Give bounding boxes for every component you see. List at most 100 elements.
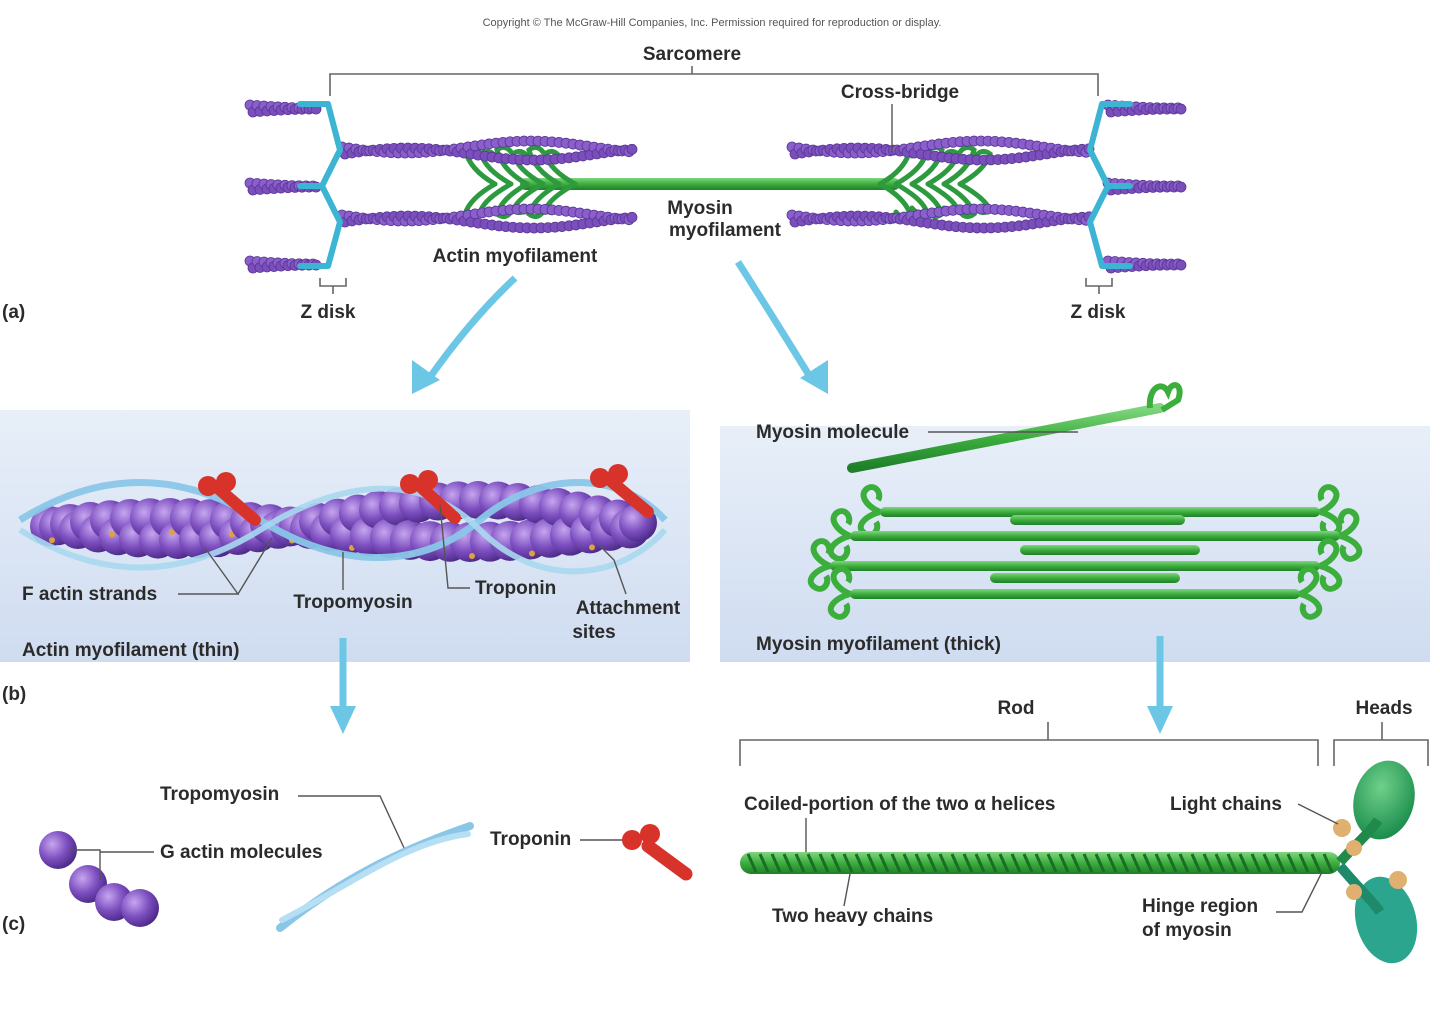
actin-bead (626, 143, 638, 155)
light-chain-3 (1346, 884, 1362, 900)
attachment-site (169, 529, 175, 536)
coil-stripe (1202, 853, 1214, 873)
coil-stripe (1178, 853, 1190, 873)
coil-stripe (998, 853, 1010, 873)
attachment-site (49, 537, 55, 544)
heads-bracket (1333, 739, 1429, 766)
coil-stripe (1106, 853, 1118, 873)
arrow-to-actin-components (330, 638, 356, 734)
coil-stripe (1166, 853, 1178, 873)
z-disk-right (1087, 101, 1133, 269)
coil-stripe (1154, 853, 1166, 873)
coil-stripe (1082, 853, 1094, 873)
attachment-sites-label-1: Attachment (576, 598, 681, 619)
myosin-myofilament-label-2: myofilament (669, 220, 782, 241)
coil-stripe (866, 853, 878, 873)
coil-stripe (1142, 853, 1154, 873)
myosin-tail (1020, 545, 1200, 555)
g-actin-molecules-graphic (39, 831, 159, 927)
myosin-tail (990, 573, 1180, 583)
coil-stripe (1094, 853, 1106, 873)
coil-stripe (854, 853, 866, 873)
coil-stripe (758, 853, 770, 873)
copyright-notice: Copyright © The McGraw-Hill Companies, I… (483, 17, 942, 29)
arrow-to-myosin-structure (1147, 636, 1173, 734)
myosin-rod (520, 178, 900, 190)
coil-stripe (1058, 853, 1070, 873)
troponin-label-b: Troponin (475, 578, 556, 599)
coil-stripe (1262, 853, 1274, 873)
arrow-to-myosin-detail (735, 260, 828, 394)
attachment-site (469, 552, 475, 559)
coil-stripe (878, 853, 890, 873)
heads-label: Heads (1355, 698, 1412, 719)
coil-stripe (1322, 853, 1334, 873)
coil-stripe (962, 853, 974, 873)
coil-stripe (1226, 853, 1238, 873)
myosin-head-left (827, 508, 853, 562)
f-actin-strands-label: F actin strands (22, 584, 157, 605)
rod-label: Rod (998, 698, 1035, 719)
cross-bridge-head (941, 144, 977, 187)
coil-stripe (1298, 853, 1310, 873)
tropomyosin-strand-1 (18, 479, 668, 561)
myosin-head-left (807, 538, 833, 592)
hinge-region-label-1: Hinge region (1142, 896, 1258, 917)
myosin-head-left (827, 566, 853, 620)
panel-b-myosin-box: Myosin molecule Myosin myofilament (thic… (720, 382, 1430, 662)
sarcomere-bracket (329, 73, 1099, 96)
troponin-label-c: Troponin (490, 829, 571, 850)
light-chain-2 (1346, 840, 1362, 856)
coil-stripe (830, 853, 842, 873)
coil-stripe (818, 853, 830, 873)
coil-stripe (1274, 853, 1286, 873)
tropomyosin-strand-graphic (276, 822, 474, 932)
coil-stripe (1034, 853, 1046, 873)
coil-stripe (842, 853, 854, 873)
coil-stripe (1190, 853, 1202, 873)
two-heavy-chains-label: Two heavy chains (772, 906, 933, 927)
tropomyosin-strand-2 (18, 485, 668, 575)
coil-stripe (986, 853, 998, 873)
actin-thin-label: Actin myofilament (thin) (22, 640, 239, 661)
coil-stripe (902, 853, 914, 873)
cross-bridge-label: Cross-bridge (841, 82, 959, 103)
panel-a: Sarcomere Cross-bridge Myosin myofilamen… (2, 44, 1187, 323)
tropomyosin-label-c: Tropomyosin (160, 784, 279, 805)
myosin-head-right (1317, 538, 1343, 592)
myosin-tail (850, 531, 1340, 541)
coil-stripe (1250, 853, 1262, 873)
myosin-head-right (1337, 508, 1363, 562)
actin-bead (1175, 103, 1187, 115)
actin-bead (1175, 181, 1187, 193)
g-actin-label: G actin molecules (160, 842, 323, 863)
z-disk-left-label: Z disk (301, 302, 356, 323)
coil-stripe (926, 853, 938, 873)
coil-stripe (1070, 853, 1082, 873)
troponin-complex-3 (590, 464, 654, 518)
cross-bridge-head (957, 148, 993, 187)
attachment-site (529, 550, 535, 557)
z-disk-left (297, 101, 343, 269)
panel-b-tag: (b) (2, 684, 26, 705)
z-disk-right-label: Z disk (1071, 302, 1126, 323)
sarcomere-label: Sarcomere (643, 44, 741, 65)
troponin-complex-2 (400, 470, 461, 524)
actin-myofilament-label: Actin myofilament (433, 246, 598, 267)
panel-c-myosin-structure: Rod Heads Coiled-portion of the two α he… (739, 698, 1429, 964)
coil-stripe (1130, 853, 1142, 873)
cross-bridge-head (494, 144, 530, 187)
myosin-tail (1010, 515, 1185, 525)
coil-stripe (782, 853, 794, 873)
cross-bridge-head (542, 148, 578, 187)
myosin-thick-filament-graphic (807, 484, 1363, 620)
actin-bead (626, 211, 638, 223)
cross-bridge-head (526, 144, 562, 187)
light-chain-4 (1389, 871, 1407, 889)
panel-c-actin-components: Tropomyosin G actin molecules Troponin (39, 784, 693, 932)
coil-stripe (1214, 853, 1226, 873)
actin-bead (1175, 259, 1187, 271)
coil-stripe (770, 853, 782, 873)
myosin-molecule-label: Myosin molecule (756, 422, 909, 443)
hinge-region-label-2: of myosin (1142, 920, 1232, 941)
